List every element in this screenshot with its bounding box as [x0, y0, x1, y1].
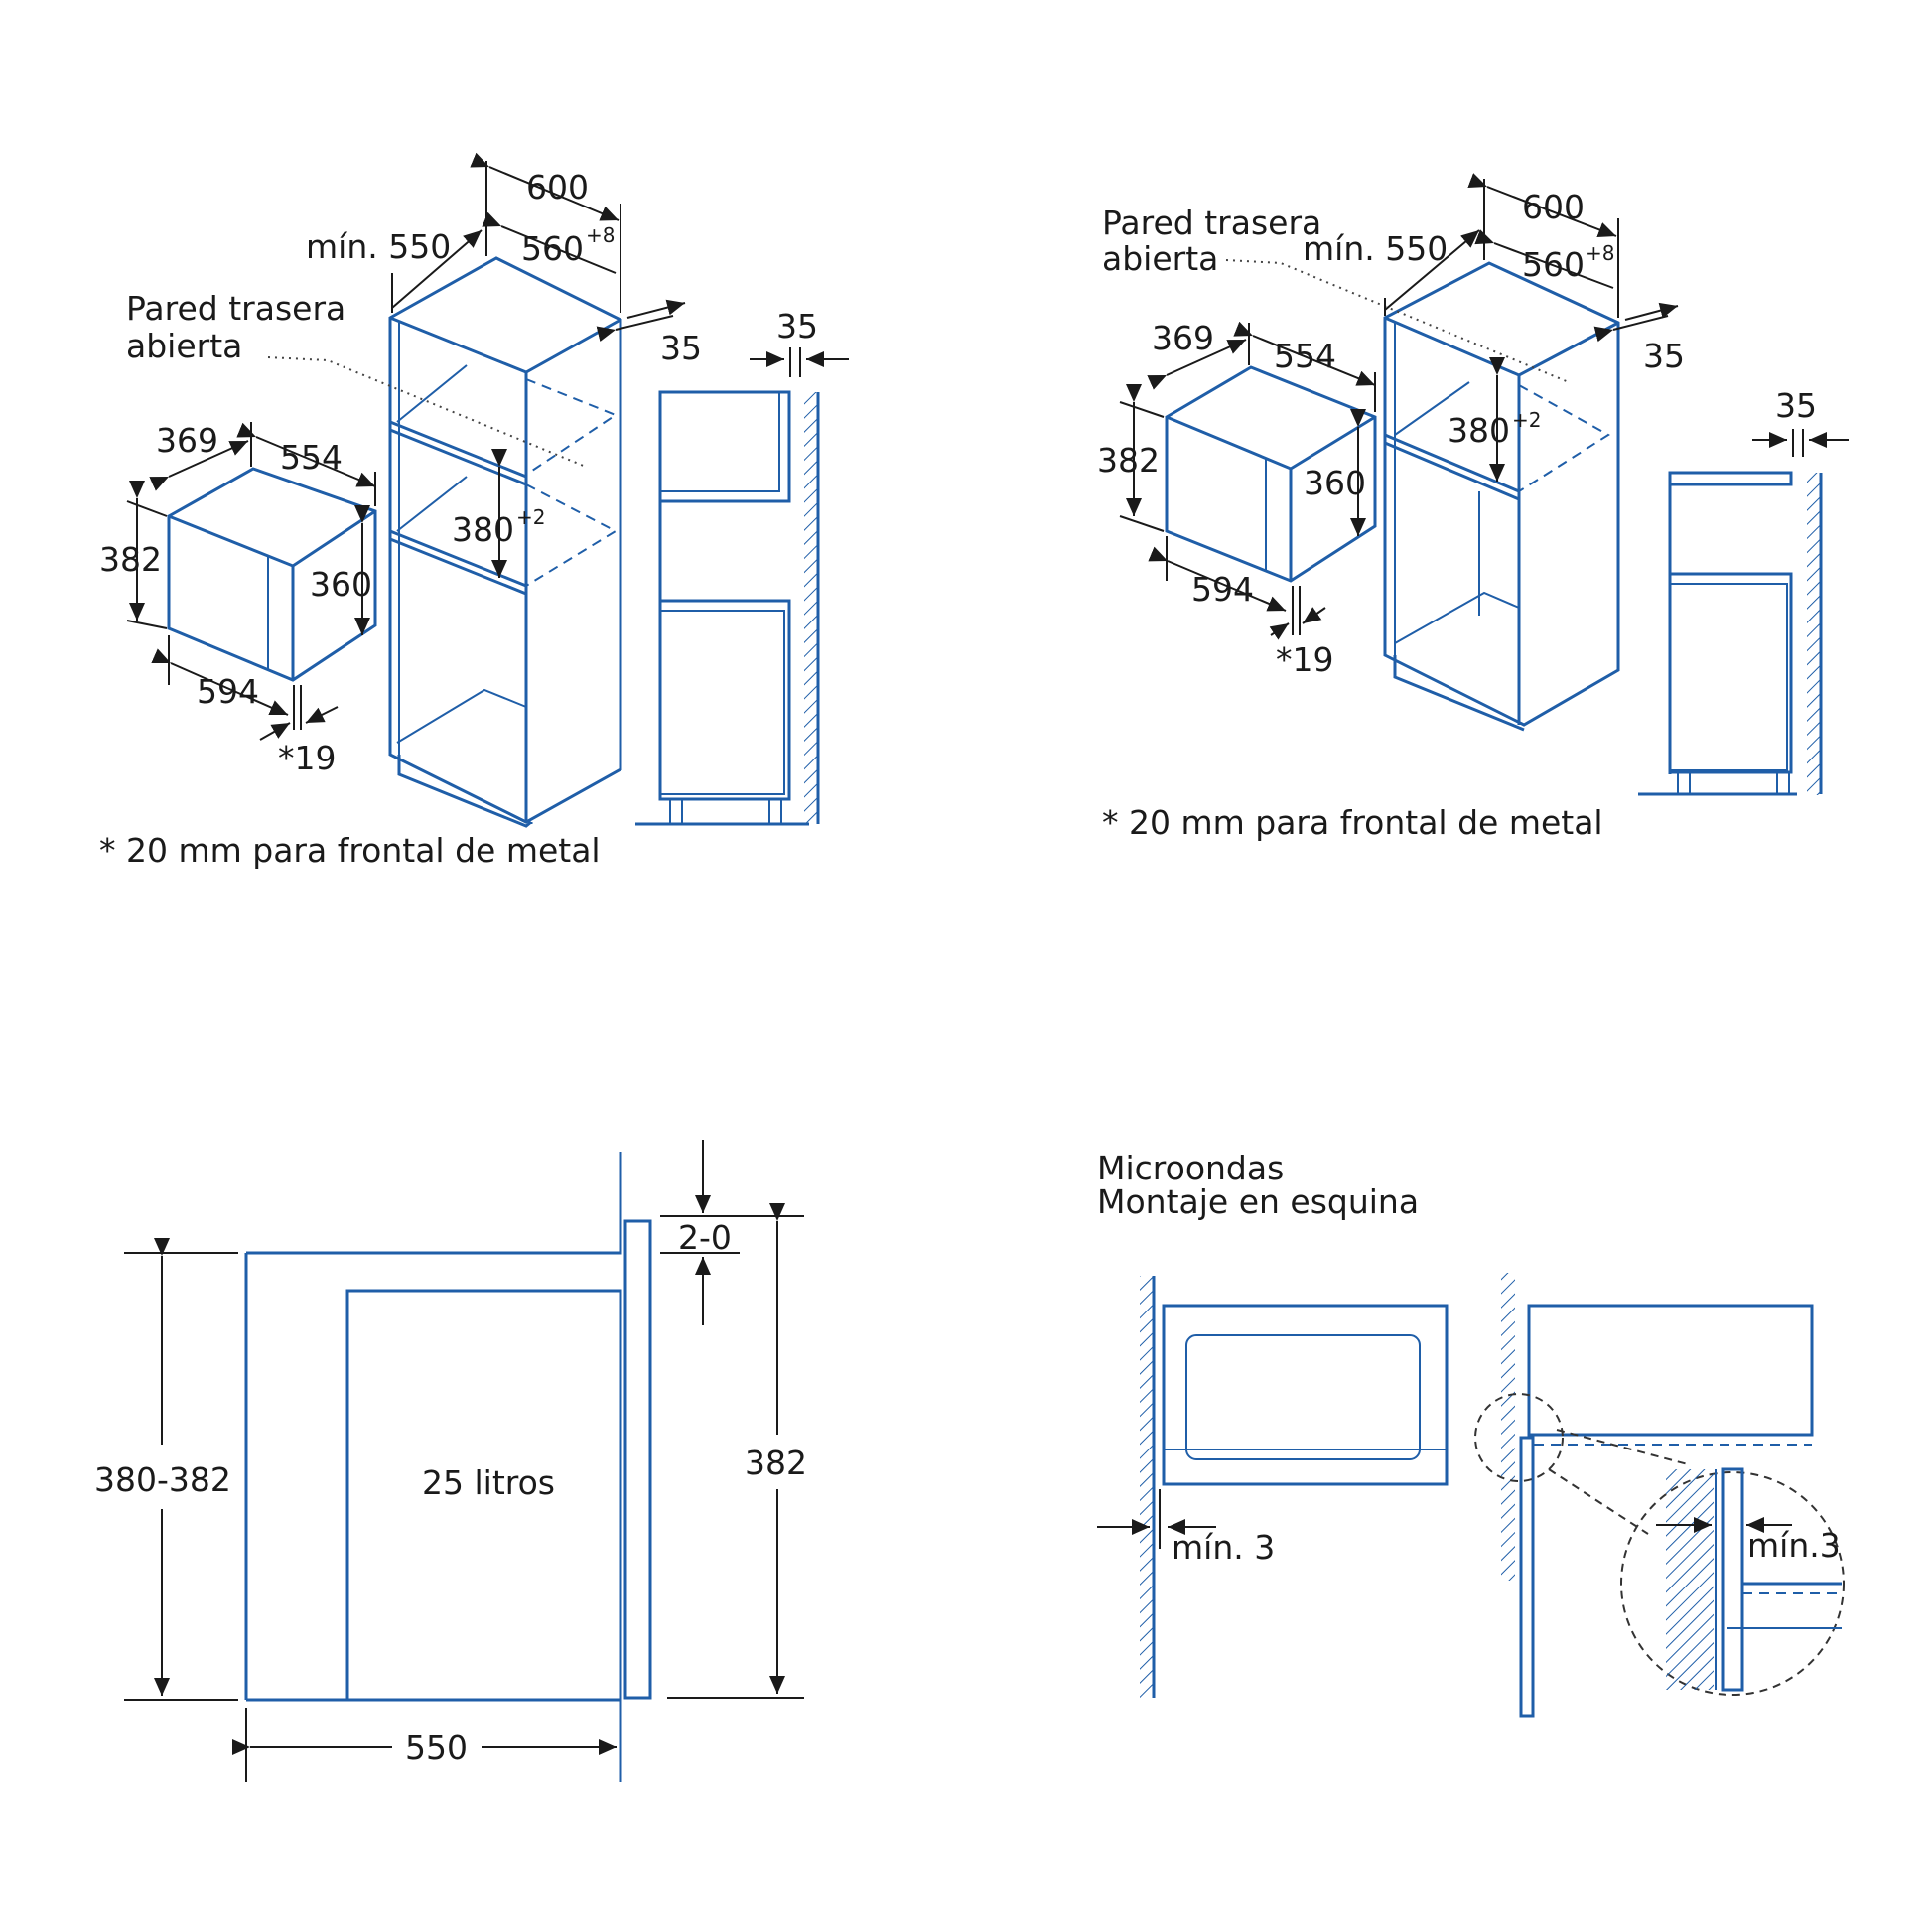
zoom-detail [1656, 1467, 1842, 1692]
br-title1: Microondas [1097, 1149, 1284, 1187]
br-min-b: mín.3 [1747, 1526, 1841, 1565]
tl-d35a: 35 [660, 329, 702, 367]
top-view [1474, 1273, 1845, 1718]
wall-hatch-zoom [1666, 1469, 1714, 1690]
tl-dimensions [126, 152, 849, 741]
tl-d35b: 35 [776, 307, 818, 345]
tl-d360: 360 [310, 565, 372, 604]
tr-dimensions [1119, 173, 1849, 640]
tr-d594: 594 [1191, 570, 1254, 609]
br-min-a: mín. 3 [1172, 1528, 1275, 1567]
tl-d380-sup: +2 [516, 505, 545, 529]
tl-d382: 382 [99, 540, 162, 579]
bl-range: 380-382 [94, 1460, 231, 1499]
tl-d560-sup: +8 [586, 223, 615, 247]
tl-d369: 369 [156, 421, 218, 460]
tl-pared2: abierta [126, 327, 242, 365]
tl-pared1: Pared trasera [126, 289, 345, 328]
tr-d554: 554 [1274, 337, 1336, 375]
tr-d380-sup: +2 [1512, 408, 1541, 432]
tl-d19: *19 [278, 739, 337, 777]
wall-hatch-front [1140, 1276, 1154, 1698]
bottom-left-diagram: 380-382 25 litros 2-0 382 550 [94, 1140, 807, 1782]
bl-dimensions [124, 1140, 804, 1782]
tr-pared1: Pared trasera [1102, 204, 1321, 242]
bl-height: 382 [745, 1444, 807, 1482]
wall-hatch-tl [804, 392, 818, 824]
tr-d560: 560 [1522, 245, 1585, 284]
tr-d382: 382 [1097, 441, 1160, 480]
tr-d560-sup: +8 [1586, 241, 1614, 265]
bl-gap: 2-0 [678, 1218, 732, 1257]
tall-cabinet-tr [1225, 259, 1620, 732]
tr-pared2: abierta [1102, 239, 1218, 278]
tl-d594: 594 [197, 672, 259, 711]
top-left-diagram: 600 mín. 550 560 +8 35 35 Pared trasera … [99, 152, 849, 870]
bl-volume: 25 litros [422, 1463, 555, 1502]
tl-min550: mín. 550 [306, 227, 451, 266]
tl-d600: 600 [526, 168, 589, 207]
bl-depth: 550 [405, 1728, 468, 1767]
tl-note: * 20 mm para frontal de metal [99, 831, 601, 870]
tr-d360: 360 [1304, 464, 1366, 502]
tr-d35a: 35 [1643, 337, 1685, 375]
tr-d380: 380 [1448, 411, 1510, 450]
tall-cabinet [267, 256, 622, 828]
top-right-diagram: 600 mín. 550 560 +8 35 35 Pared trasera … [1097, 173, 1849, 842]
tr-d369: 369 [1152, 319, 1214, 357]
side-view-cabinet [635, 390, 820, 826]
br-title2: Montaje en esquina [1097, 1182, 1419, 1221]
tl-d554: 554 [280, 438, 343, 477]
tr-d600: 600 [1522, 188, 1585, 226]
section-view [244, 1152, 652, 1782]
wall-hatch-top [1501, 1273, 1515, 1581]
front-view [1097, 1276, 1449, 1698]
tl-d380: 380 [452, 510, 514, 549]
tr-d35b: 35 [1775, 386, 1817, 425]
side-view-cabinet-tr [1638, 471, 1823, 796]
tr-min550: mín. 550 [1303, 229, 1448, 268]
tr-d19: *19 [1276, 640, 1334, 679]
bottom-right-diagram: Microondas Montaje en esquina mín. 3 [1097, 1149, 1845, 1718]
tr-note: * 20 mm para frontal de metal [1102, 803, 1603, 842]
wall-hatch-tr [1807, 473, 1821, 795]
tl-d560: 560 [521, 229, 584, 268]
